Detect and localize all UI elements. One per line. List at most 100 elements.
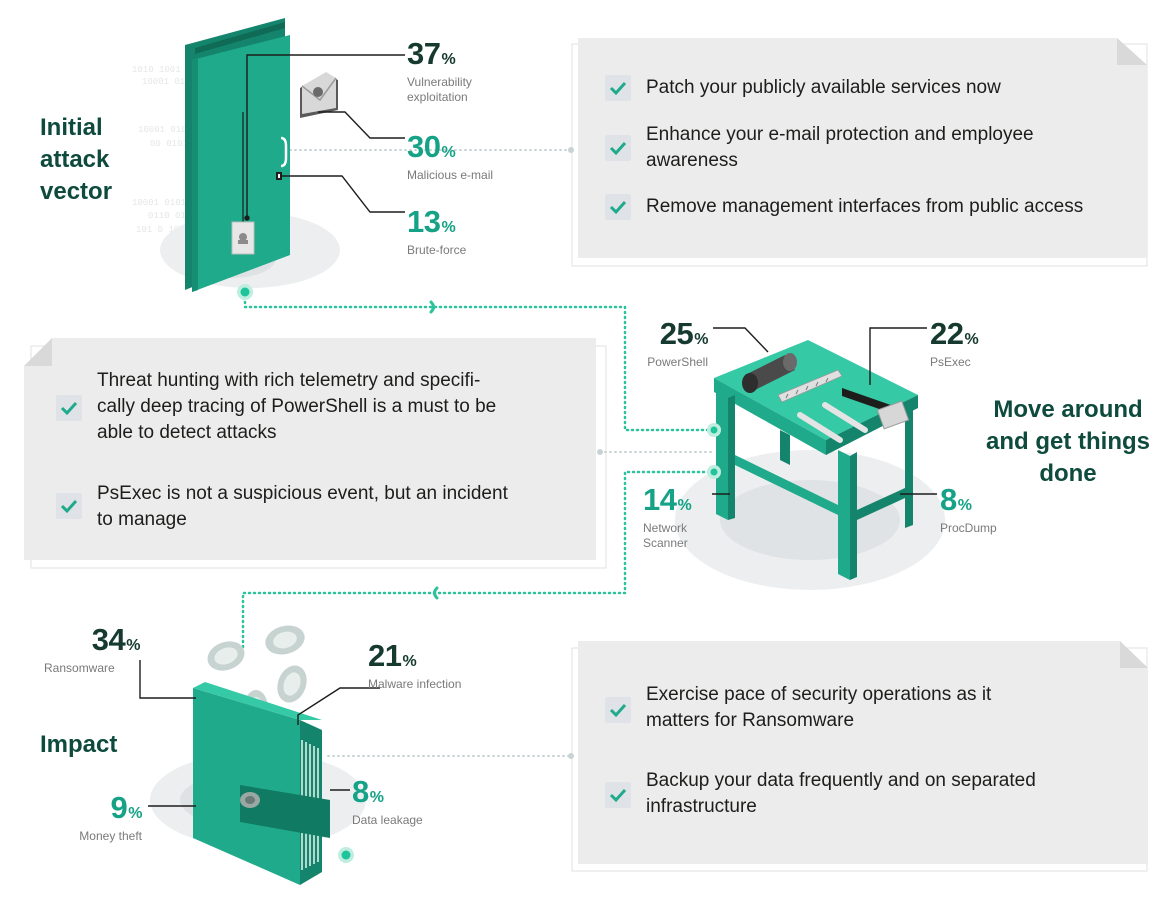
stat-number: 9	[110, 790, 128, 825]
stat-label-line: Ransomware	[44, 661, 115, 675]
stat-unit: %	[126, 637, 140, 654]
stat-number: 8	[940, 482, 957, 517]
wallet-icon	[150, 625, 366, 885]
stat-label-line: Brute-force	[407, 243, 467, 257]
recommendation-line: infrastructure	[646, 796, 757, 817]
stat-brute-force: 13% Brute-force	[407, 206, 466, 258]
stat-unit: %	[402, 653, 417, 670]
stat-value: 14%	[643, 484, 692, 521]
recommendation-line: cally deep tracing of PowerShell is a mu…	[97, 396, 497, 417]
connectors	[241, 147, 716, 759]
section-title-line: and get things	[986, 428, 1150, 455]
stat-label: Money theft	[62, 829, 142, 844]
stat-number: 37	[407, 36, 441, 71]
recommendation-line: awareness	[646, 150, 738, 171]
recommendation-line: able to detect attacks	[97, 422, 277, 443]
card-move	[24, 338, 607, 569]
stat-label-line: Malicious e-mail	[407, 168, 494, 182]
recommendation-item: Enhance your e-mail protection and emplo…	[646, 122, 1034, 174]
svg-text:10001 0101 00: 10001 0101 00	[132, 198, 202, 208]
stat-unit: %	[441, 51, 456, 68]
recommendation-line: Enhance your e-mail protection and emplo…	[646, 124, 1034, 145]
workbench-icon	[675, 340, 945, 590]
checkmark-icon	[605, 697, 631, 723]
recommendation-line: Remove management interfaces from public…	[646, 196, 1084, 217]
stat-label: Malicious e-mail	[407, 168, 493, 183]
door-leaders	[244, 54, 405, 221]
stat-unit: %	[677, 497, 692, 514]
stat-label: Malware infection	[368, 677, 461, 692]
stat-data-leakage: 8% Data leakage	[352, 776, 423, 828]
recommendation-line: Patch your publicly available services n…	[646, 77, 1001, 98]
stat-number: 30	[407, 129, 441, 164]
checkmark-icon	[56, 395, 82, 421]
section-title-line: vector	[40, 178, 113, 205]
checkmark-icon	[605, 782, 631, 808]
stat-label: Data leakage	[352, 813, 423, 828]
stat-number: 22	[930, 316, 964, 351]
stat-label-line: PowerShell	[647, 355, 708, 369]
svg-text:10001 010010: 10001 010010	[138, 125, 203, 135]
stat-label-line: Vulnerability	[407, 75, 472, 89]
svg-text:1010 1001: 1010 1001	[132, 65, 181, 75]
stat-label-line: Scanner	[643, 536, 688, 550]
wrench-icon	[797, 402, 868, 443]
stat-label-line: Money theft	[79, 829, 142, 843]
recommendation-item: Exercise pace of security operations as …	[646, 682, 991, 734]
recommendation-item: PsExec is not a suspicious event, but an…	[97, 481, 508, 533]
stat-unit: %	[964, 331, 979, 348]
stat-value: 8%	[940, 484, 997, 521]
stat-malicious-email: 30% Malicious e-mail	[407, 131, 493, 183]
stat-number: 8	[352, 774, 369, 809]
checkmark-icon	[605, 194, 631, 220]
recommendation-line: Threat hunting with rich telemetry and s…	[97, 370, 481, 391]
stat-unit: %	[694, 331, 708, 348]
recommendation-item: Remove management interfaces from public…	[646, 194, 1083, 220]
stat-powershell: 25% PowerShell	[646, 318, 708, 370]
stat-unit: %	[957, 497, 972, 514]
stat-label: PowerShell	[646, 355, 708, 370]
section-title-line: done	[1039, 460, 1097, 487]
svg-text:00 0101: 00 0101	[150, 139, 188, 149]
recommendation-item: Threat hunting with rich telemetry and s…	[97, 368, 496, 446]
stat-value: 9%	[62, 790, 143, 829]
stat-value: 37%	[407, 38, 472, 75]
stat-value: 22%	[930, 316, 979, 355]
recommendation-item: Backup your data frequently and on separ…	[646, 768, 1036, 820]
stat-label-line: ProcDump	[940, 521, 997, 535]
door-icon: 1010 1001 10001 01 10001 010010 00 0101 10…	[132, 18, 340, 300]
stat-number: 34	[91, 622, 126, 657]
stat-unit: %	[441, 219, 456, 236]
section-title-line: Move around	[993, 396, 1143, 423]
card-impact	[571, 641, 1148, 872]
recommendation-line: to manage	[97, 509, 187, 530]
stat-value: 21%	[368, 640, 461, 677]
stat-label: Ransomware	[44, 661, 140, 676]
svg-text:10001 01: 10001 01	[142, 77, 185, 87]
section-title-move: Move around and get things done	[978, 394, 1158, 490]
stat-procdump: 8% ProcDump	[940, 484, 997, 536]
stat-value: 30%	[407, 131, 493, 168]
card-initial	[571, 38, 1148, 267]
stat-label-line: PsExec	[930, 355, 971, 369]
stat-money-theft: 9% Money theft	[62, 792, 142, 844]
stat-unit: %	[369, 789, 384, 806]
recommendation-line: PsExec is not a suspicious event, but an…	[97, 483, 508, 504]
stat-unit: %	[441, 144, 456, 161]
stat-number: 21	[368, 638, 402, 673]
stat-value: 25%	[646, 318, 709, 355]
stat-label: PsExec	[930, 355, 978, 370]
recommendation-item: Patch your publicly available services n…	[646, 75, 1001, 101]
stat-label: Brute-force	[407, 243, 466, 258]
stat-unit: %	[128, 805, 142, 822]
svg-text:0110 0100: 0110 0100	[148, 211, 197, 221]
flashlight-icon	[742, 353, 797, 393]
section-title-initial: Initial attack vector	[40, 112, 112, 208]
section-title-line: Initial	[40, 114, 103, 141]
checkmark-icon	[56, 493, 82, 519]
section-title-line: attack	[40, 146, 110, 173]
